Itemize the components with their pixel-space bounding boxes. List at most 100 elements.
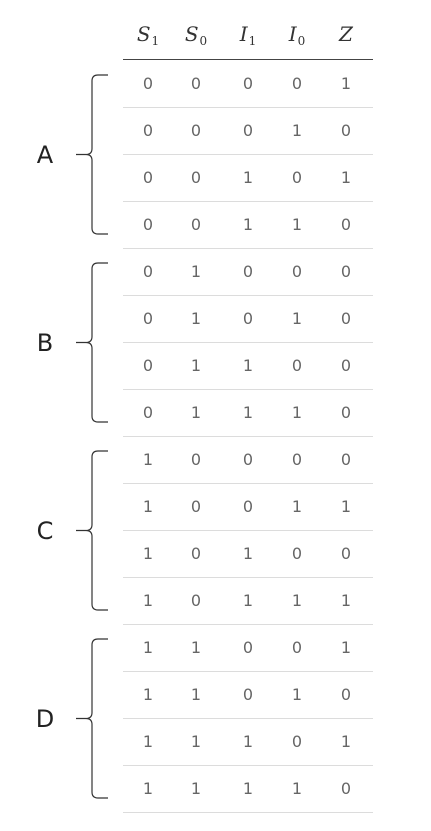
- group-label: C: [36, 516, 54, 545]
- row-divider: [123, 718, 373, 719]
- row-divider: [123, 342, 373, 343]
- table-cell: 1: [190, 309, 202, 328]
- table-cell: 1: [142, 638, 154, 657]
- group-brace: [76, 262, 108, 423]
- table-cell: 0: [340, 544, 352, 563]
- table-cell: 1: [340, 732, 352, 751]
- table-cell: 0: [142, 403, 154, 422]
- group-label: B: [36, 328, 54, 357]
- table-cell: 1: [242, 356, 254, 375]
- table-cell: 1: [291, 591, 303, 610]
- table-cell: 0: [142, 168, 154, 187]
- group-brace: [76, 450, 108, 611]
- table-cell: 1: [190, 262, 202, 281]
- row-divider: [123, 624, 373, 625]
- table-cell: 1: [242, 544, 254, 563]
- table-cell: 0: [242, 121, 254, 140]
- table-cell: 0: [291, 450, 303, 469]
- column-header: S0: [176, 20, 216, 55]
- column-header: S1: [128, 20, 168, 55]
- table-cell: 0: [242, 450, 254, 469]
- table-cell: 1: [242, 591, 254, 610]
- table-cell: 1: [340, 591, 352, 610]
- table-cell: 1: [291, 121, 303, 140]
- group-brace: [76, 74, 108, 235]
- table-cell: 0: [340, 262, 352, 281]
- table-cell: 1: [190, 356, 202, 375]
- row-divider: [123, 577, 373, 578]
- table-cell: 1: [340, 497, 352, 516]
- table-cell: 1: [242, 779, 254, 798]
- column-header-symbol: I: [239, 22, 248, 46]
- row-divider: [123, 765, 373, 766]
- table-cell: 1: [142, 544, 154, 563]
- header-divider: [123, 59, 373, 60]
- column-header-subscript: 0: [297, 34, 306, 48]
- table-cell: 0: [142, 309, 154, 328]
- table-cell: 1: [340, 168, 352, 187]
- table-cell: 1: [291, 309, 303, 328]
- table-cell: 0: [291, 638, 303, 657]
- brace-path: [76, 638, 108, 799]
- table-cell: 1: [291, 215, 303, 234]
- brace-path: [76, 262, 108, 423]
- row-divider: [123, 248, 373, 249]
- table-cell: 1: [242, 168, 254, 187]
- brace-path: [76, 450, 108, 611]
- table-cell: 1: [142, 450, 154, 469]
- row-divider: [123, 154, 373, 155]
- table-cell: 0: [190, 215, 202, 234]
- table-cell: 1: [242, 215, 254, 234]
- table-cell: 0: [190, 591, 202, 610]
- table-cell: 1: [291, 779, 303, 798]
- column-header: I0: [277, 20, 317, 55]
- brace-path: [76, 74, 108, 235]
- table-cell: 1: [142, 685, 154, 704]
- row-divider: [123, 107, 373, 108]
- table-cell: 0: [242, 262, 254, 281]
- table-cell: 0: [242, 74, 254, 93]
- column-header-symbol: I: [288, 22, 297, 46]
- table-cell: 1: [190, 685, 202, 704]
- table-cell: 0: [340, 779, 352, 798]
- column-header-symbol: S: [136, 22, 151, 46]
- table-cell: 0: [190, 497, 202, 516]
- row-divider: [123, 436, 373, 437]
- table-cell: 0: [242, 497, 254, 516]
- table-cell: 0: [291, 356, 303, 375]
- table-cell: 0: [242, 685, 254, 704]
- column-header-subscript: 1: [151, 34, 160, 48]
- group-label: D: [35, 704, 55, 733]
- table-cell: 1: [340, 638, 352, 657]
- table-cell: 0: [340, 685, 352, 704]
- table-cell: 1: [142, 591, 154, 610]
- group-brace: [76, 638, 108, 799]
- table-cell: 0: [340, 403, 352, 422]
- table-cell: 0: [340, 121, 352, 140]
- table-cell: 0: [242, 309, 254, 328]
- table-cell: 0: [190, 544, 202, 563]
- table-cell: 1: [190, 403, 202, 422]
- table-cell: 1: [340, 74, 352, 93]
- table-cell: 0: [242, 638, 254, 657]
- table-cell: 0: [142, 121, 154, 140]
- group-label: A: [36, 140, 54, 169]
- table-cell: 0: [190, 74, 202, 93]
- row-divider: [123, 812, 373, 813]
- table-cell: 0: [142, 356, 154, 375]
- table-cell: 1: [142, 497, 154, 516]
- column-header-subscript: 0: [199, 34, 208, 48]
- table-cell: 0: [190, 450, 202, 469]
- column-header-subscript: 1: [248, 34, 257, 48]
- table-cell: 0: [291, 732, 303, 751]
- table-cell: 1: [291, 685, 303, 704]
- row-divider: [123, 295, 373, 296]
- table-cell: 0: [291, 168, 303, 187]
- row-divider: [123, 483, 373, 484]
- table-cell: 1: [291, 497, 303, 516]
- table-cell: 1: [190, 779, 202, 798]
- column-header: Z: [326, 20, 366, 48]
- table-cell: 0: [340, 450, 352, 469]
- table-cell: 0: [340, 215, 352, 234]
